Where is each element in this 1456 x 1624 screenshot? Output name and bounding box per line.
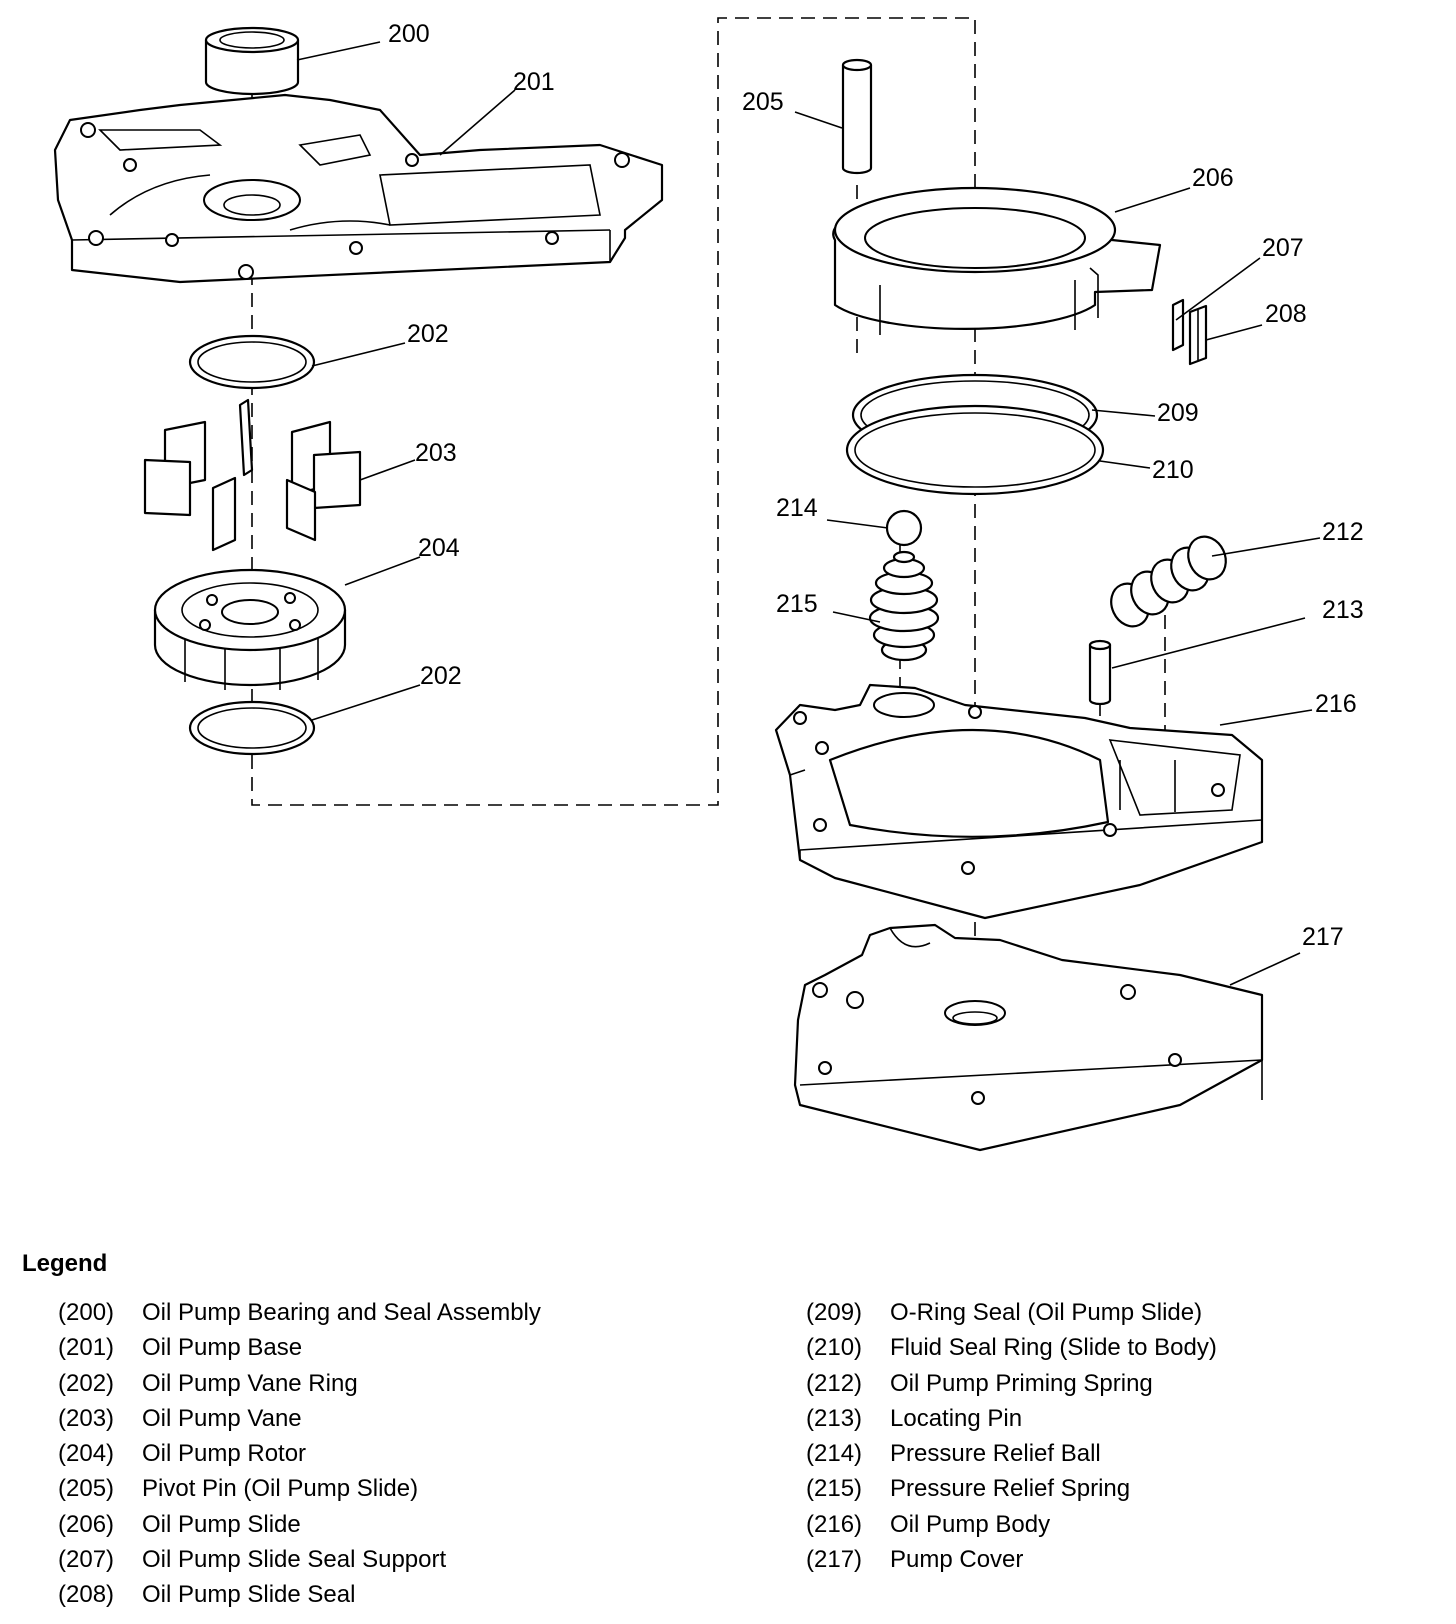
- legend-item: (206) Oil Pump Slide: [58, 1507, 541, 1542]
- part-202-vane-ring-upper: [188, 334, 316, 390]
- legend-item-number: (210): [806, 1334, 863, 1362]
- legend-item-number: (206): [58, 1510, 115, 1538]
- legend-item-label: Oil Pump Vane Ring: [142, 1369, 358, 1397]
- legend-item-label: Oil Pump Slide Seal Support: [142, 1546, 447, 1574]
- legend-item: (207) Oil Pump Slide Seal Support: [58, 1542, 541, 1577]
- part-204-oil-pump-rotor: [153, 568, 347, 690]
- callout-201: 201: [513, 68, 555, 96]
- legend-item-number: (212): [806, 1369, 863, 1397]
- legend-item-label: Oil Pump Slide: [142, 1510, 301, 1538]
- legend-item-number: (202): [58, 1369, 115, 1397]
- callout-200: 200: [388, 20, 430, 48]
- legend-item: (209) O-Ring Seal (Oil Pump Slide): [806, 1295, 1217, 1330]
- part-214-pressure-relief-ball: [885, 509, 923, 547]
- legend-item-label: Oil Pump Base: [142, 1334, 303, 1362]
- part-200-bearing-seal-assembly: [204, 26, 300, 96]
- callout-210: 210: [1152, 456, 1194, 484]
- legend-item: (215) Pressure Relief Spring: [806, 1471, 1217, 1506]
- callout-213: 213: [1322, 596, 1364, 624]
- legend-item: (213) Locating Pin: [806, 1401, 1217, 1436]
- part-217-pump-cover: [793, 923, 1264, 1152]
- callout-205: 205: [742, 88, 784, 116]
- legend-item-label: Fluid Seal Ring (Slide to Body): [890, 1334, 1217, 1362]
- part-216-oil-pump-body: [774, 683, 1264, 920]
- legend-item-number: (208): [58, 1581, 115, 1609]
- callout-208: 208: [1265, 300, 1307, 328]
- legend-item-label: Pressure Relief Ball: [890, 1440, 1101, 1468]
- legend-item-label: Oil Pump Body: [890, 1510, 1051, 1538]
- legend-item: (202) Oil Pump Vane Ring: [58, 1366, 541, 1401]
- legend-item-number: (213): [806, 1404, 863, 1432]
- legend-item: (216) Oil Pump Body: [806, 1507, 1217, 1542]
- callout-216: 216: [1315, 690, 1357, 718]
- legend-item-label: Pressure Relief Spring: [890, 1475, 1131, 1503]
- part-208-slide-seal: [1188, 304, 1208, 366]
- legend-title: Legend: [22, 1250, 108, 1277]
- legend-right-column: (209) O-Ring Seal (Oil Pump Slide) (210) F…: [806, 1295, 1217, 1577]
- callout-labels: 200 201 202 203 204 202 205 206 207 208 …: [388, 20, 1364, 951]
- legend-item: (217) Pump Cover: [806, 1542, 1217, 1577]
- legend-item-number: (203): [58, 1404, 115, 1432]
- callout-217: 217: [1302, 923, 1344, 951]
- leader-lines: [296, 41, 1321, 986]
- callout-215: 215: [776, 590, 818, 618]
- legend-item-label: Oil Pump Priming Spring: [890, 1369, 1153, 1397]
- part-203-oil-pump-vanes: [143, 398, 362, 552]
- part-205-pivot-pin: [841, 58, 873, 175]
- legend-item-label: Oil Pump Slide Seal: [142, 1581, 356, 1609]
- legend-item-number: (215): [806, 1475, 863, 1503]
- legend-left-column: (200)Oil Pump Bearing and Seal Assembly …: [58, 1295, 541, 1613]
- legend-item-number: (214): [806, 1440, 863, 1468]
- legend-item: (205) Pivot Pin (Oil Pump Slide): [58, 1471, 541, 1506]
- part-212-priming-spring: [1110, 535, 1227, 628]
- part-206-oil-pump-slide: [832, 186, 1162, 335]
- part-215-pressure-relief-spring: [868, 550, 940, 662]
- legend-item-number: (201): [58, 1334, 115, 1362]
- callout-202-lower: 202: [420, 662, 462, 690]
- part-210-fluid-seal-ring: [845, 404, 1105, 496]
- callout-202-upper: 202: [407, 320, 449, 348]
- legend-item: (203) Oil Pump Vane: [58, 1401, 541, 1436]
- callout-204: 204: [418, 534, 460, 562]
- legend-item: (214) Pressure Relief Ball: [806, 1436, 1217, 1471]
- legend-item: (201) Oil Pump Base: [58, 1330, 541, 1365]
- part-207-slide-seal-support: [1171, 298, 1185, 352]
- callout-212: 212: [1322, 518, 1364, 546]
- legend-item-number: (207): [58, 1546, 115, 1574]
- legend-item-label: Locating Pin: [890, 1404, 1023, 1432]
- callout-209: 209: [1157, 399, 1199, 427]
- legend-item-label: Oil Pump Rotor: [142, 1440, 307, 1468]
- legend-item-number: (204): [58, 1440, 115, 1468]
- legend-item-label: Oil Pump Vane: [142, 1404, 302, 1432]
- exploded-view-diagram: 200 201 202 203 204 202 205 206 207 208 …: [53, 17, 1364, 1152]
- legend-item-number: (205): [58, 1475, 115, 1503]
- legend-item: (200) Oil Pump Bearing and Seal Assembly: [58, 1295, 541, 1330]
- part-202-vane-ring-lower: [188, 700, 316, 756]
- legend-item-number: (216): [806, 1510, 863, 1538]
- callout-206: 206: [1192, 164, 1234, 192]
- legend-item-label: Pivot Pin (Oil Pump Slide): [142, 1475, 419, 1503]
- legend-item-label: O-Ring Seal (Oil Pump Slide): [890, 1299, 1203, 1326]
- legend-item-label: Pump Cover: [890, 1546, 1024, 1574]
- legend-item-label: Oil Pump Bearing and Seal Assembly: [142, 1299, 541, 1326]
- legend-item-number: (209): [806, 1299, 863, 1326]
- part-213-locating-pin: [1088, 639, 1112, 706]
- legend-item: (210) Fluid Seal Ring (Slide to Body): [806, 1330, 1217, 1365]
- legend-item: (212) Oil Pump Priming Spring: [806, 1366, 1217, 1401]
- legend-item: (208) Oil Pump Slide Seal: [58, 1577, 541, 1612]
- callout-214: 214: [776, 494, 818, 522]
- callout-207: 207: [1262, 234, 1304, 262]
- legend-item-number: (217): [806, 1546, 863, 1574]
- legend-item-number: (200): [58, 1299, 115, 1326]
- legend-item: (204) Oil Pump Rotor: [58, 1436, 541, 1471]
- part-201-oil-pump-base: [53, 93, 664, 284]
- callout-203: 203: [415, 439, 457, 467]
